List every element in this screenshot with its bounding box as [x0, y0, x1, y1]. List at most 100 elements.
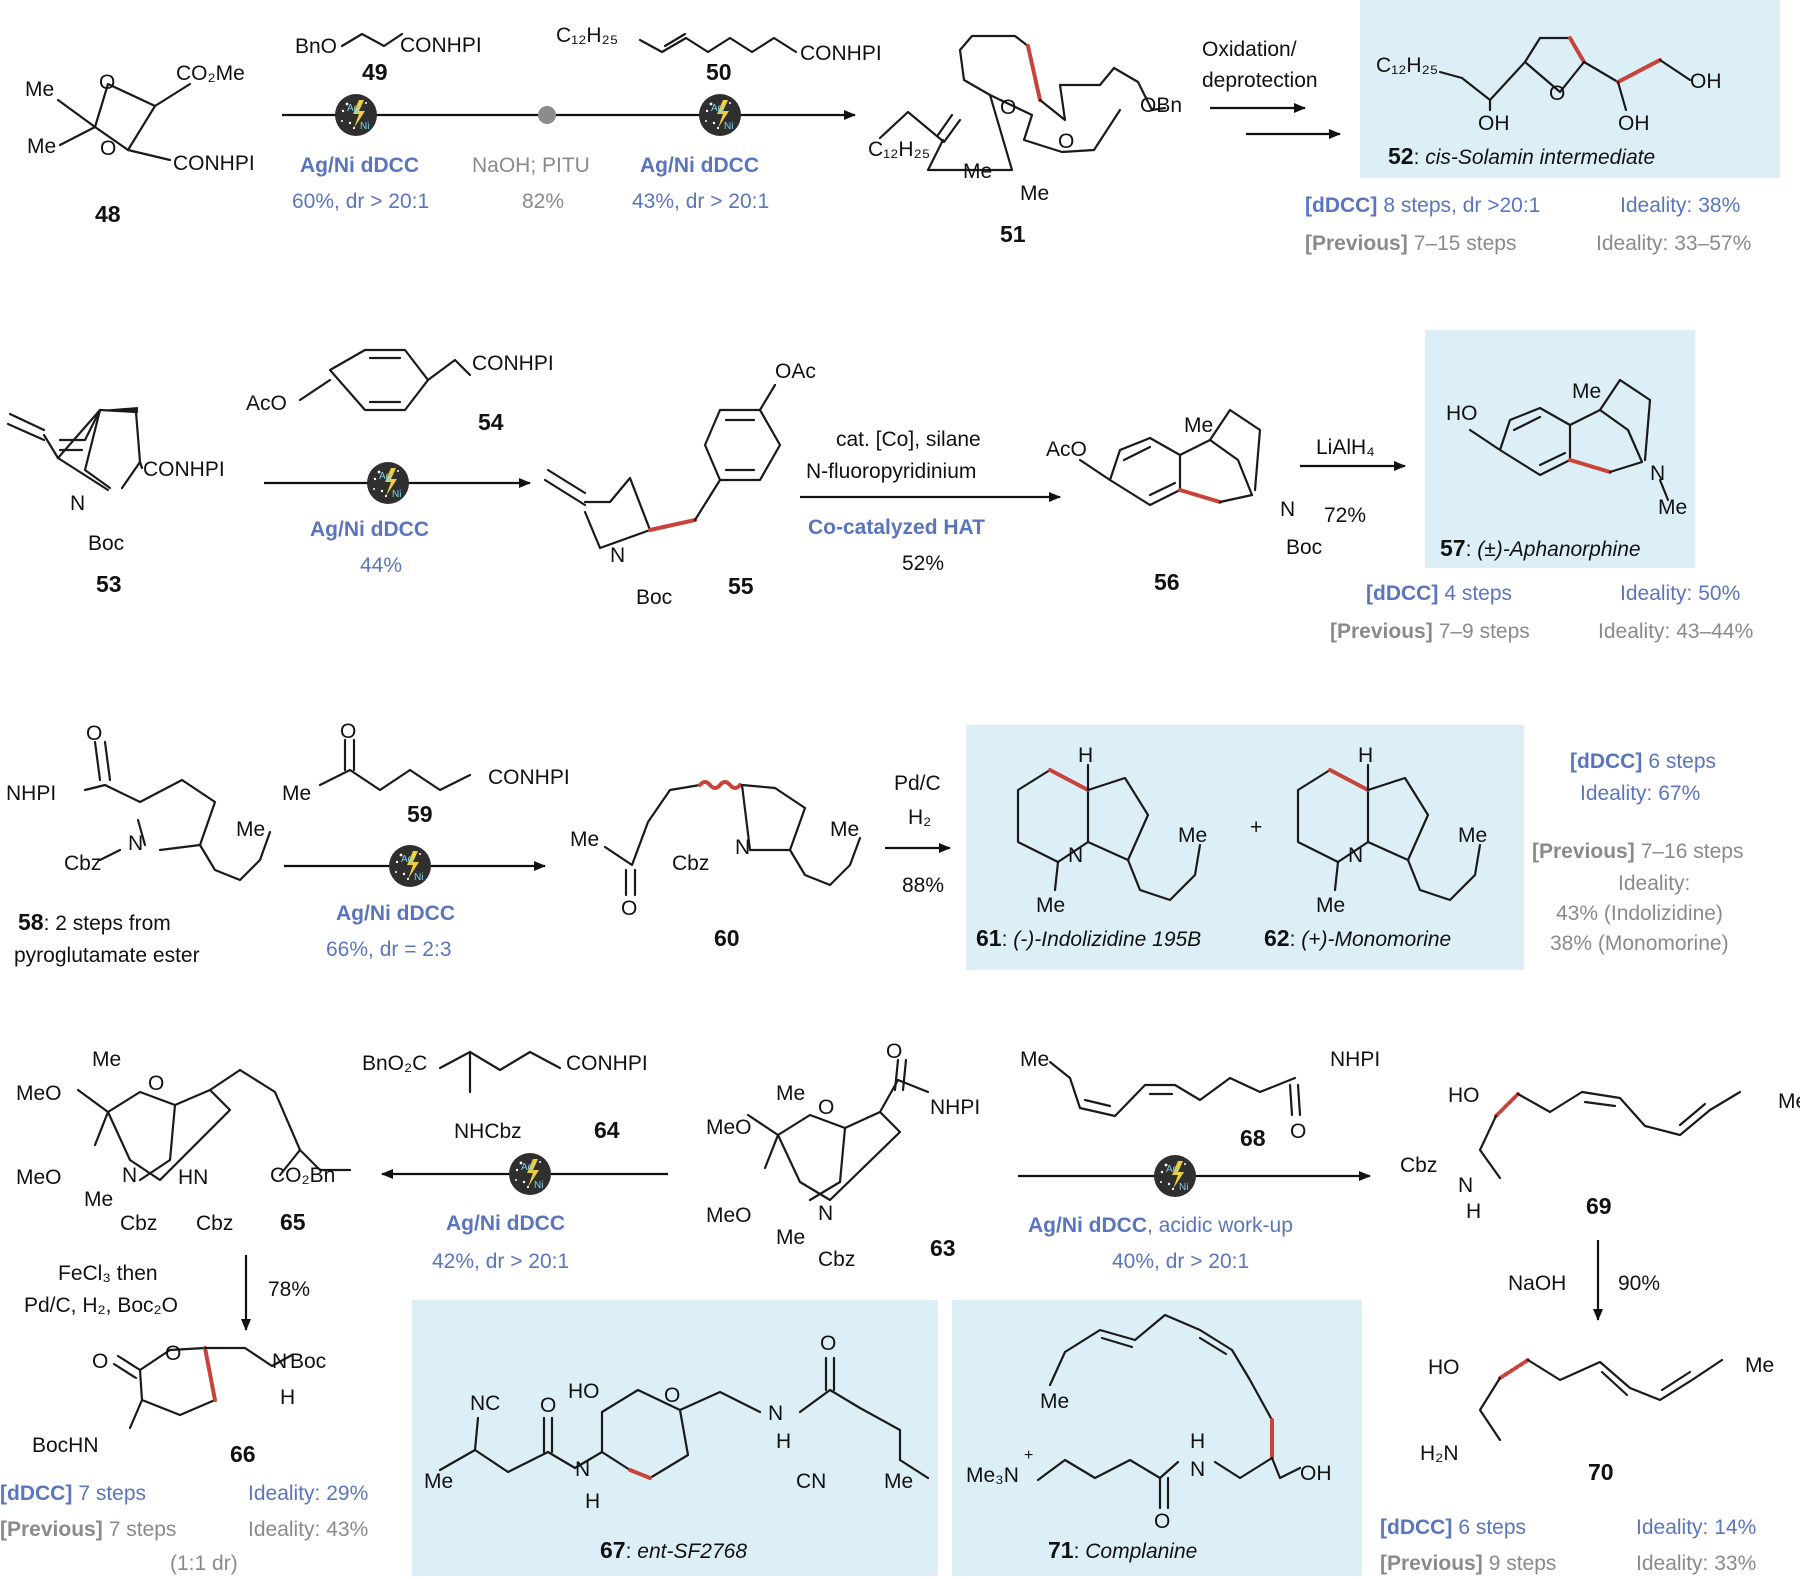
dDCC-summary: [dDCC]6 steps: [1380, 1516, 1526, 1539]
product-name: cis-Solamin intermediate: [1425, 146, 1655, 169]
condition-text: N-fluoropyridinium: [806, 460, 976, 483]
structure-63: O Me O MeO MeO NHPI N Me Cbz 63: [706, 1040, 980, 1271]
label-c12h25: C₁₂H₂₅: [1376, 54, 1438, 77]
label-conhpi: CONHPI: [400, 34, 482, 57]
label-nhpi: NHPI: [1330, 1048, 1380, 1071]
label-aco: AcO: [246, 392, 287, 415]
label-me: Me: [424, 1470, 453, 1493]
label-c12h25: C₁₂H₂₅: [868, 138, 930, 161]
label-me: Me: [963, 160, 992, 183]
previous-label: [Previous]: [1305, 232, 1408, 255]
compound-number-50: 50: [706, 59, 732, 85]
label-h: H: [585, 1490, 600, 1513]
label-cbz: Cbz: [672, 852, 709, 875]
condition-yield: 66%, dr = 2:3: [326, 938, 452, 961]
dDCC-ideality: Ideality: 67%: [1580, 782, 1700, 805]
previous-steps: 7 steps: [109, 1518, 177, 1541]
label-meo: MeO: [16, 1166, 62, 1189]
label-cbz: Cbz: [1400, 1154, 1437, 1177]
label-cn: CN: [796, 1470, 826, 1493]
label-oh: OH: [1618, 112, 1650, 135]
label-o: O: [540, 1394, 556, 1417]
label-o: O: [886, 1040, 902, 1063]
compound-number-57: 57: [1440, 535, 1466, 561]
previous-summary: [Previous]7–9 steps: [1330, 620, 1530, 643]
plus-sign: +: [1250, 816, 1262, 839]
reagent-50: C₁₂H₂₅ CONHPI 50: [556, 24, 882, 85]
product-caption: 52: cis-Solamin intermediate: [1388, 143, 1655, 169]
condition-name: Ag/Ni dDCC: [640, 154, 759, 177]
structure-55: OAc N Boc 55: [543, 360, 816, 609]
condition-name: Ag/Ni dDCC: [336, 902, 455, 925]
structure-48: Me Me O O CO₂Me CONHPI 48: [25, 62, 255, 227]
compound-number-69: 69: [1586, 1193, 1612, 1219]
panel-3-indolizidine: O NHPI N Cbz Me 58: 2 steps from pyroglu…: [6, 720, 1743, 970]
reagent-68: Me NHPI O 68: [1020, 1048, 1380, 1151]
label-me: Me: [1572, 380, 1601, 403]
previous-ideality: Ideality:: [1618, 872, 1690, 895]
reagent-49: BnO CONHPI 49: [295, 32, 482, 85]
label-me: Me: [1778, 1090, 1800, 1113]
previous-ideality: Ideality: 43%: [248, 1518, 368, 1541]
product-caption: 71: Complanine: [1048, 1537, 1197, 1563]
label-h: H: [1078, 744, 1093, 767]
compound-number-68: 68: [1240, 1125, 1266, 1151]
compound-number-63: 63: [930, 1235, 956, 1261]
product-caption: 57: (±)-Aphanorphine: [1440, 535, 1641, 561]
product-name: ent-SF2768: [637, 1540, 747, 1563]
previous-steps: 7–9 steps: [1439, 620, 1530, 643]
label-me3n: Me₃N: [966, 1464, 1019, 1487]
structure-61: H N Me Me 61: (-)-Indolizidine 195B: [976, 744, 1207, 951]
dDCC-label: [dDCC]: [1380, 1516, 1452, 1539]
label-me: Me: [1458, 824, 1487, 847]
cmpd58-caption: 58: 2 steps from: [18, 909, 171, 935]
compound-number-53: 53: [96, 571, 122, 597]
compound-number-54: 54: [478, 409, 504, 435]
label-me: Me: [1316, 894, 1345, 917]
structure-51: O O Me Me OBn C₁₂H₂₅ 51: [868, 34, 1182, 247]
label-me: Me: [1745, 1354, 1774, 1377]
condition-name: NaOH; PITU: [472, 154, 590, 177]
label-nhpi: NHPI: [930, 1096, 980, 1119]
label-meo: MeO: [16, 1082, 62, 1105]
label-me: Me: [236, 818, 265, 841]
condition-yield: 52%: [902, 552, 944, 575]
compound-number-62: 62: [1264, 925, 1290, 951]
label-h: H: [1466, 1200, 1481, 1223]
label-boc: Boc: [1286, 536, 1322, 559]
condition-reagent: H₂: [908, 806, 931, 829]
label-me: Me: [27, 135, 56, 158]
condition-name: Ag/Ni dDCC, acidic work-up: [1028, 1214, 1293, 1237]
dDCC-label: [dDCC]: [1305, 194, 1377, 217]
product-caption: 62: (+)-Monomorine: [1264, 925, 1451, 951]
label-o: O: [1549, 82, 1565, 105]
condition-yield: 90%: [1618, 1272, 1660, 1295]
label-o: O: [664, 1384, 680, 1407]
dDCC-summary: [dDCC]8 steps, dr >20:1: [1305, 194, 1540, 217]
compound-number-55: 55: [728, 573, 754, 599]
condition-text: Oxidation/: [1202, 38, 1297, 61]
previous-label: [Previous]: [1532, 840, 1635, 863]
dDCC-summary: [dDCC]7 steps: [0, 1482, 146, 1505]
label-co2me: CO₂Me: [176, 62, 245, 85]
compound-number-61: 61: [976, 925, 1002, 951]
panel-1-cis-solamin: Me Me O O CO₂Me CONHPI 48 BnO CONHPI 49 …: [25, 0, 1780, 255]
structure-71: Me H N O OH Me₃N + 71: Complanine: [966, 1313, 1332, 1563]
condition-name: Ag/Ni dDCC: [446, 1212, 565, 1235]
label-nhpi: NHPI: [6, 782, 56, 805]
label-h: H: [1190, 1430, 1205, 1453]
previous-steps: 7–16 steps: [1641, 840, 1744, 863]
label-n: N: [70, 492, 85, 515]
product-name: Complanine: [1085, 1540, 1197, 1563]
condition-name: Co-catalyzed HAT: [808, 516, 985, 539]
label-o: O: [86, 722, 102, 745]
condition-yield: 60%, dr > 20:1: [292, 190, 429, 213]
label-n: N: [575, 1458, 590, 1481]
condition-yield: 43%, dr > 20:1: [632, 190, 769, 213]
structure-56: AcO Me N Boc 56: [1046, 408, 1322, 595]
label-me: Me: [92, 1048, 121, 1071]
label-me: Me: [84, 1188, 113, 1211]
compound-number-70: 70: [1588, 1459, 1614, 1485]
reagent-54: AcO CONHPI 54: [246, 348, 554, 435]
label-me: Me: [776, 1082, 805, 1105]
